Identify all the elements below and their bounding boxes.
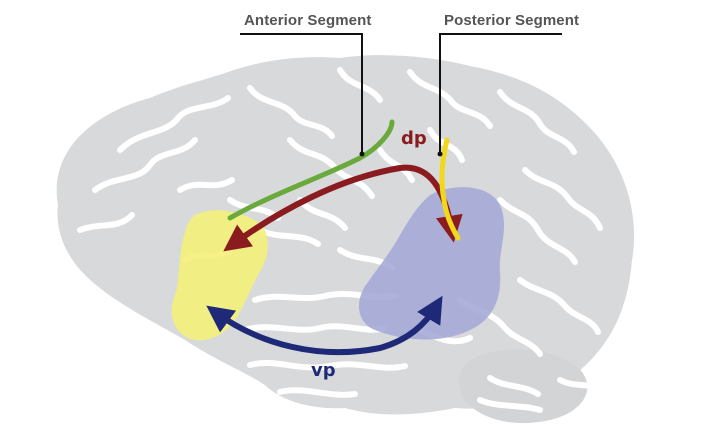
posterior-segment-label: Posterior Segment xyxy=(444,12,580,29)
ventral-pathway-arrow xyxy=(206,295,443,356)
dorsal-pathway-label: dp xyxy=(401,128,427,149)
posterior-segment-callout xyxy=(437,33,562,157)
posterior-segment-tract xyxy=(439,137,461,241)
posterior-callout-leader xyxy=(439,33,562,154)
anterior-segment-label: Anterior Segment xyxy=(244,12,372,29)
anterior-callout-leader xyxy=(240,33,363,154)
anterior-segment-callout xyxy=(240,33,365,157)
ventral-pathway-label: vp xyxy=(311,360,336,381)
posterior-callout-dot xyxy=(437,151,443,157)
anterior-segment-tract xyxy=(227,119,395,221)
anterior-callout-dot xyxy=(359,151,365,157)
